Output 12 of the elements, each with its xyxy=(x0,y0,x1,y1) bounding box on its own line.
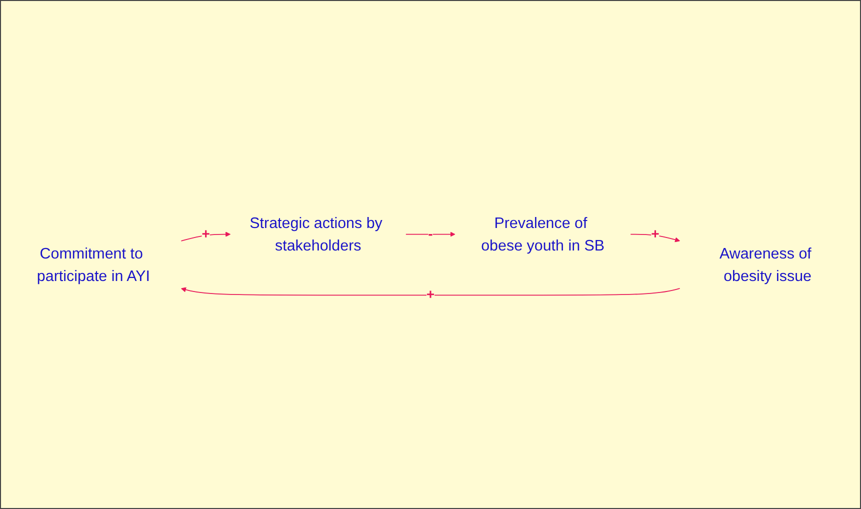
node-text: Commitment to participate in AYI xyxy=(36,244,150,285)
arrow xyxy=(181,288,680,296)
node-text: Strategic actions by stakeholders xyxy=(250,214,382,254)
node-text: Awareness of obesity issue xyxy=(719,244,812,285)
edge-label: + xyxy=(651,226,660,242)
arrow xyxy=(180,232,231,242)
arrow xyxy=(630,234,680,243)
arrow xyxy=(405,232,456,238)
edge-label: + xyxy=(426,287,435,304)
edge-label: + xyxy=(202,226,210,242)
node-text: Prevalence of obese youth in SB xyxy=(481,214,605,254)
edge-label: - xyxy=(428,226,433,242)
